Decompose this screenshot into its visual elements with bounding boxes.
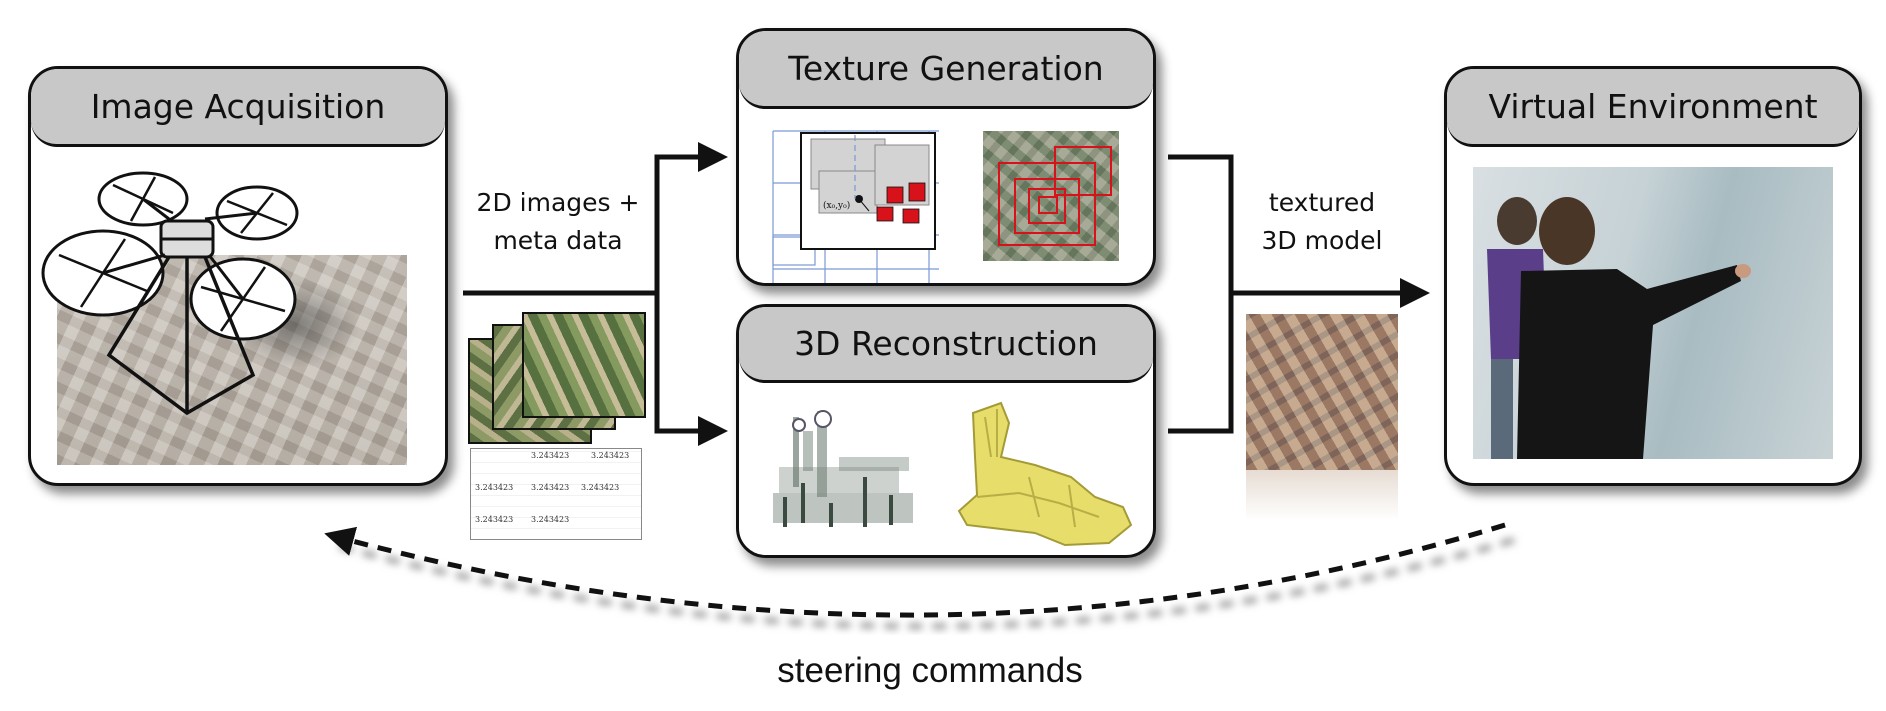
images-meta-label: 2D images + meta data: [458, 184, 658, 260]
meta-data-cell: 3.243423: [531, 483, 570, 492]
image-acquisition-box: Image Acquisition: [28, 66, 448, 486]
people-at-display: [1487, 197, 1751, 459]
images-meta-line1: 2D images +: [476, 188, 640, 217]
texture-generation-box: Texture Generation (x₀,y₀): [736, 28, 1156, 286]
virtual-environment-title: Virtual Environment: [1447, 69, 1859, 147]
arrow-to-texture: [654, 142, 728, 293]
texture-grid-point-label: (x₀,y₀): [823, 201, 851, 211]
steering-arrow: [324, 522, 1506, 618]
aerial-photo-1: [522, 312, 646, 418]
texture-generation-title: Texture Generation: [739, 31, 1153, 109]
images-meta-line2: meta data: [493, 226, 623, 255]
image-stack: 3.243423 3.243423 3.243423 3.243423 3.24…: [466, 308, 652, 540]
meta-data-cell: 3.243423: [475, 515, 514, 524]
meta-data-cell: 3.243423: [475, 483, 514, 492]
arrow-to-reconstruction: [654, 293, 728, 446]
image-acquisition-title: Image Acquisition: [31, 69, 445, 147]
meta-data-cell: 3.243423: [591, 451, 630, 460]
yellow-mesh-figure: [957, 401, 1133, 547]
texture-projection-squares: [998, 146, 1112, 246]
virtual-environment-box: Virtual Environment: [1444, 66, 1862, 486]
textured-model-image: [1246, 314, 1398, 470]
texture-grid-figure: [772, 130, 939, 283]
drone-icon: [41, 171, 299, 416]
textured-line2: 3D model: [1261, 226, 1383, 255]
meta-data-cell: 3.243423: [531, 451, 570, 460]
steering-commands-label: steering commands: [777, 651, 1083, 690]
textured-model-reflection: [1246, 470, 1398, 520]
meta-data-cell: 3.243423: [581, 483, 620, 492]
reconstruction-box: 3D Reconstruction: [736, 304, 1156, 558]
reconstruction-title: 3D Reconstruction: [739, 307, 1153, 383]
meta-data-table: 3.243423 3.243423 3.243423 3.243423 3.24…: [470, 448, 642, 540]
meta-data-cell: 3.243423: [531, 515, 570, 524]
textured-model-label: textured 3D model: [1222, 184, 1422, 260]
textured-line1: textured: [1268, 188, 1376, 217]
point-cloud-figure: [773, 410, 913, 527]
